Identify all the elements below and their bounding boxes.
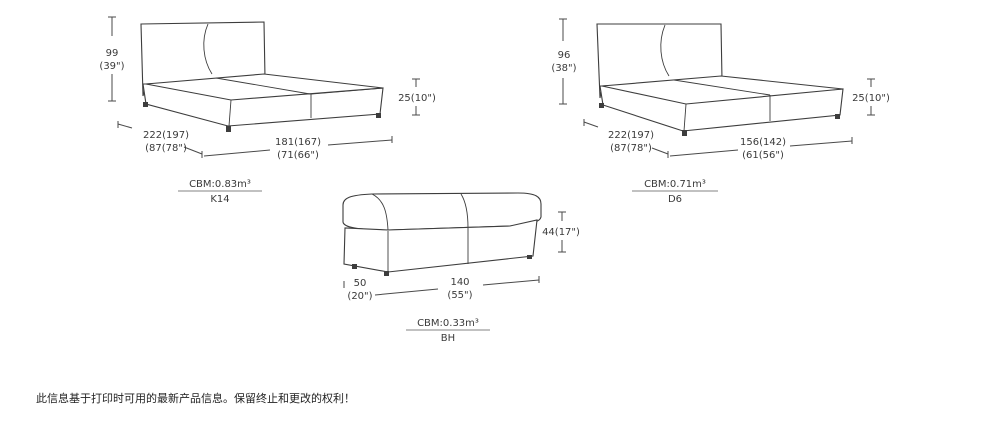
bh-width-in: (55") [447, 290, 472, 301]
k14-depth-dimension: 222(197) (87(78") [117, 121, 203, 158]
d6-width-cm: 156(142) [740, 137, 786, 148]
k14-headboard-seam [203, 23, 213, 75]
k14-width-dimension: 181(167) (71(66") [203, 136, 393, 161]
k14-leg-dimension: 25(10") [398, 78, 436, 116]
k14-depth-cm: 222(197) [143, 130, 189, 141]
k14-foot [376, 113, 381, 118]
bh-depth-in: (20") [347, 291, 372, 302]
d6-leg-height: 25(10") [852, 93, 890, 104]
d6-height-cm: 96 [558, 50, 571, 61]
bh-cushion-edge [371, 193, 389, 231]
k14-height-cm: 99 [106, 48, 119, 59]
d6-width-in: (61(56") [742, 150, 784, 161]
bh-cbm: CBM:0.33m³ [417, 318, 479, 329]
k14-height-dimension: 99 (39") [99, 16, 125, 102]
d6-foot [835, 114, 840, 119]
bench-bh-drawing [342, 192, 542, 276]
d6-depth-cm: 222(197) [608, 130, 654, 141]
d6-code: D6 [668, 194, 682, 205]
k14-leg-height: 25(10") [398, 93, 436, 104]
k14-width-cm: 181(167) [275, 137, 321, 148]
bh-depth-cm: 50 [354, 278, 367, 289]
bh-cbm-label: CBM:0.33m³ BH [406, 318, 490, 344]
k14-height-in: (39") [99, 61, 124, 72]
k14-depth-in: (87(78") [145, 143, 187, 154]
k14-top-seam [215, 77, 311, 95]
k14-top [145, 73, 384, 101]
bed-d6-drawing [596, 23, 844, 136]
bh-cushion [342, 192, 542, 231]
bh-cushion-seam [460, 193, 469, 229]
bh-height: 44(17") [542, 227, 580, 238]
bh-width-cm: 140 [450, 277, 469, 288]
k14-foot [143, 102, 148, 107]
d6-headboard-seam [660, 24, 670, 77]
d6-depth-dimension: 222(197) (87(78") [583, 119, 669, 158]
d6-foot [682, 130, 687, 136]
bh-width-dimension: 140 (55") [374, 276, 540, 301]
k14-cbm-label: CBM:0.83m³ K14 [178, 179, 262, 205]
k14-front-edge [228, 99, 232, 127]
k14-width-in: (71(66") [277, 150, 319, 161]
d6-front-edge [683, 103, 687, 132]
bh-code: BH [441, 333, 455, 344]
d6-depth-in: (87(78") [610, 143, 652, 154]
d6-leg-dimension: 25(10") [852, 78, 890, 116]
k14-foot [226, 126, 231, 132]
d6-cbm-label: CBM:0.71m³ D6 [632, 179, 718, 205]
k14-cbm: CBM:0.83m³ [189, 179, 251, 190]
bh-depth-dimension: 50 (20") [343, 278, 373, 302]
bh-foot [527, 255, 532, 259]
d6-top [601, 75, 844, 105]
d6-top-seam [673, 79, 771, 96]
d6-cbm: CBM:0.71m³ [644, 179, 706, 190]
d6-height-dimension: 96 (38") [551, 18, 577, 105]
bed-k14-drawing [140, 21, 384, 132]
d6-height-in: (38") [551, 63, 576, 74]
k14-code: K14 [210, 194, 229, 205]
bh-height-dimension: 44(17") [542, 211, 580, 253]
bh-base [343, 219, 538, 273]
d6-width-dimension: 156(142) (61(56") [669, 137, 853, 161]
bh-foot [352, 264, 357, 269]
d6-foot [599, 103, 604, 108]
disclaimer-text: 此信息基于打印时可用的最新产品信息。保留终止和更改的权利！ [36, 392, 355, 405]
bh-foot [384, 271, 389, 276]
